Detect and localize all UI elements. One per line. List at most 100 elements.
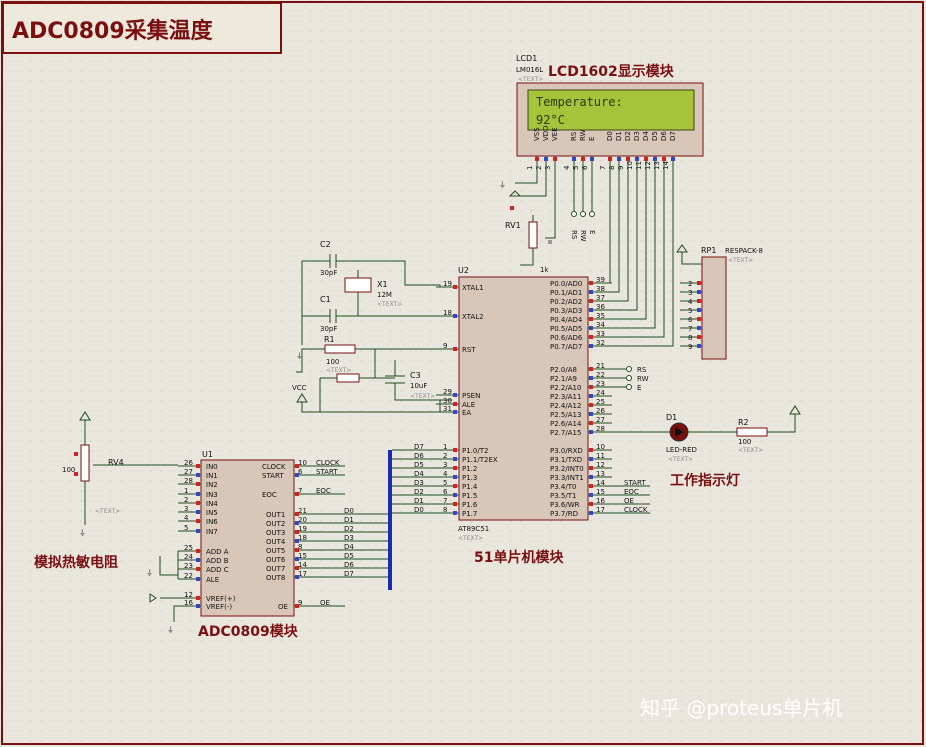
x1-ref: X1 xyxy=(377,280,388,289)
pin-marker xyxy=(453,466,457,470)
p2-pin-name: P2.5/A13 xyxy=(550,411,581,419)
p0-pin-name: P0.2/AD2 xyxy=(550,298,582,306)
adc-pin-name: OUT4 xyxy=(266,538,286,546)
adc-pin-name: ADD B xyxy=(206,557,229,565)
rp1-pin-number: 2 xyxy=(688,280,692,288)
x1-crystal xyxy=(344,277,372,293)
pin-marker xyxy=(196,492,200,496)
pin-marker xyxy=(553,157,557,161)
mcu-pin-number: 31 xyxy=(443,405,452,413)
mcu-right-pins: 39P0.0/AD038P0.1/AD137P0.2/AD236P0.3/AD3… xyxy=(550,276,612,518)
adc-pin-name: IN6 xyxy=(206,518,218,526)
adc-pin-number: 6 xyxy=(298,468,303,476)
pin-marker xyxy=(196,549,200,553)
c2-value: 30pF xyxy=(320,269,337,277)
adc-pin-name: START xyxy=(262,472,284,480)
rv4-module-label: 模拟热敏电阻 xyxy=(34,554,118,571)
p0-pin-name: P0.6/AD6 xyxy=(550,334,583,342)
pin-marker xyxy=(589,335,593,339)
pin-marker xyxy=(653,157,657,161)
pin-marker xyxy=(196,529,200,533)
p2-pin-name: P2.7/A15 xyxy=(550,429,581,437)
pin-marker xyxy=(453,393,457,397)
pin-marker xyxy=(697,335,701,339)
pin-marker xyxy=(295,521,299,525)
p0-pin-name: P0.4/AD4 xyxy=(550,316,583,324)
lcd-e-net: E xyxy=(588,230,596,234)
power-symbol xyxy=(789,405,801,415)
net-label: D6 xyxy=(414,452,424,460)
net-label: E xyxy=(637,384,641,392)
pin-marker xyxy=(589,344,593,348)
mcu-pin-name: RST xyxy=(462,346,476,354)
net-label: D4 xyxy=(414,470,424,478)
mcu-pin-number: 4 xyxy=(443,470,448,478)
p0-pin-number: 35 xyxy=(596,312,605,320)
pin-marker xyxy=(590,157,594,161)
p3-pin-name: P3.2/INT0 xyxy=(550,465,584,473)
mcu-pin-number: 30 xyxy=(443,397,452,405)
p0-pin-number: 39 xyxy=(596,276,605,284)
rp1-pin-number: 3 xyxy=(688,289,692,297)
pin-marker xyxy=(548,240,552,244)
pin-marker xyxy=(74,452,78,456)
p3-pin-number: 16 xyxy=(596,497,605,505)
p0-pin-name: P0.3/AD3 xyxy=(550,307,582,315)
pin-marker xyxy=(453,314,457,318)
wire xyxy=(173,605,178,622)
adc-pin-name: OUT3 xyxy=(266,529,285,537)
lcd-pin-number: 6 xyxy=(581,165,589,170)
p0-pin-number: 34 xyxy=(596,321,605,329)
lcd-pin-name: D2 xyxy=(624,131,632,141)
pin-marker xyxy=(589,317,593,321)
rp1-part: RESPACK-8 xyxy=(725,247,763,255)
pin-marker xyxy=(589,326,593,330)
pin-marker xyxy=(295,566,299,570)
x1-value: 12M xyxy=(377,291,392,299)
reset-switch[interactable] xyxy=(336,373,360,383)
c2-ref: C2 xyxy=(320,240,331,249)
adc-pin-name: IN4 xyxy=(206,500,218,508)
p0-pin-name: P0.7/AD7 xyxy=(550,343,582,351)
net-label: OE xyxy=(624,497,634,505)
pin-marker xyxy=(295,548,299,552)
adc-pin-name: IN2 xyxy=(206,481,218,489)
pin-marker xyxy=(295,464,299,468)
p2-pin-name: P2.1/A9 xyxy=(550,375,577,383)
wire xyxy=(612,163,647,320)
pin-marker xyxy=(453,457,457,461)
net-label: OE xyxy=(320,599,330,607)
pin-marker xyxy=(671,157,675,161)
p2-pin-number: 23 xyxy=(596,380,605,388)
adc-pin-number: 2 xyxy=(184,496,188,504)
p2-pin-number: 21 xyxy=(596,362,605,370)
net-label: D7 xyxy=(344,570,354,578)
pin-marker xyxy=(589,484,593,488)
p0-pin-number: 38 xyxy=(596,285,605,293)
pin-marker xyxy=(196,558,200,562)
pin-marker xyxy=(608,157,612,161)
adc-pin-number: 26 xyxy=(184,459,193,467)
pin-marker xyxy=(453,493,457,497)
lcd-ref: LCD1 xyxy=(516,54,537,63)
rp1-pin-number: 5 xyxy=(688,307,692,315)
wire xyxy=(515,163,538,184)
pin-marker xyxy=(196,501,200,505)
pin-marker xyxy=(544,157,548,161)
p2-pin-number: 28 xyxy=(596,425,605,433)
pin-marker xyxy=(635,157,639,161)
rp1-pin-number: 9 xyxy=(688,343,692,351)
p3-pin-number: 14 xyxy=(596,479,605,487)
pin-marker xyxy=(589,308,593,312)
pin-marker xyxy=(697,326,701,330)
rp1-pin-number: 7 xyxy=(688,325,692,333)
net-terminal xyxy=(626,375,632,381)
pin-marker xyxy=(196,567,200,571)
mcu-part: AT89C51 xyxy=(458,525,489,533)
pin-marker xyxy=(581,157,585,161)
net-label: D6 xyxy=(344,561,354,569)
